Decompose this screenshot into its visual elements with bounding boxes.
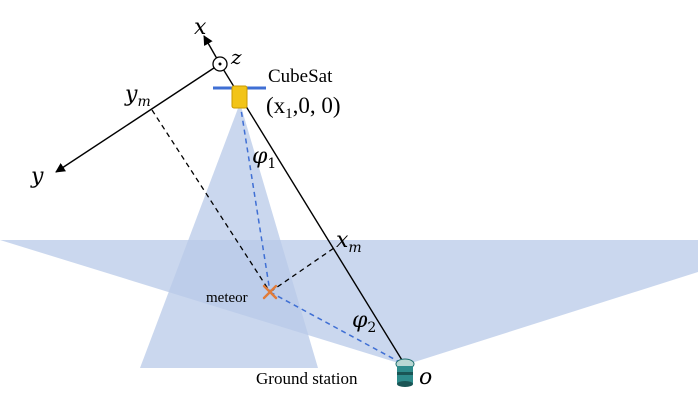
y-axis-arrow [55,63,221,173]
projection-line-xm [269,247,335,293]
meteor-label: meteor [206,290,248,306]
xm-label: xm [336,228,362,256]
ground-station-icon [395,358,415,387]
y-axis-label: y [30,164,44,189]
cubesat-coordinate-label: (x1,0, 0) [266,93,341,122]
cubesat-label: CubeSat [268,66,333,87]
cubesat-fov-cone [140,103,318,368]
meteor-marker-icon [262,284,278,300]
x-axis-label: x [194,15,207,40]
projection-line-ym [151,109,271,293]
out-of-plane-dot-center [218,62,222,66]
cubesat-line-of-sight [239,102,271,293]
satellite-to-station-line [219,63,406,366]
ym-label: ym [124,82,151,110]
phi2-label: φ2 [352,308,376,336]
ground-station-fov-right [405,240,698,365]
station-line-of-sight [269,291,406,366]
origin-label: o [419,365,432,390]
ground-station-label: Ground station [256,369,358,388]
z-axis-label: z [230,45,242,69]
cubesat-icon [213,85,266,109]
phi1-label: φ1 [252,144,276,172]
